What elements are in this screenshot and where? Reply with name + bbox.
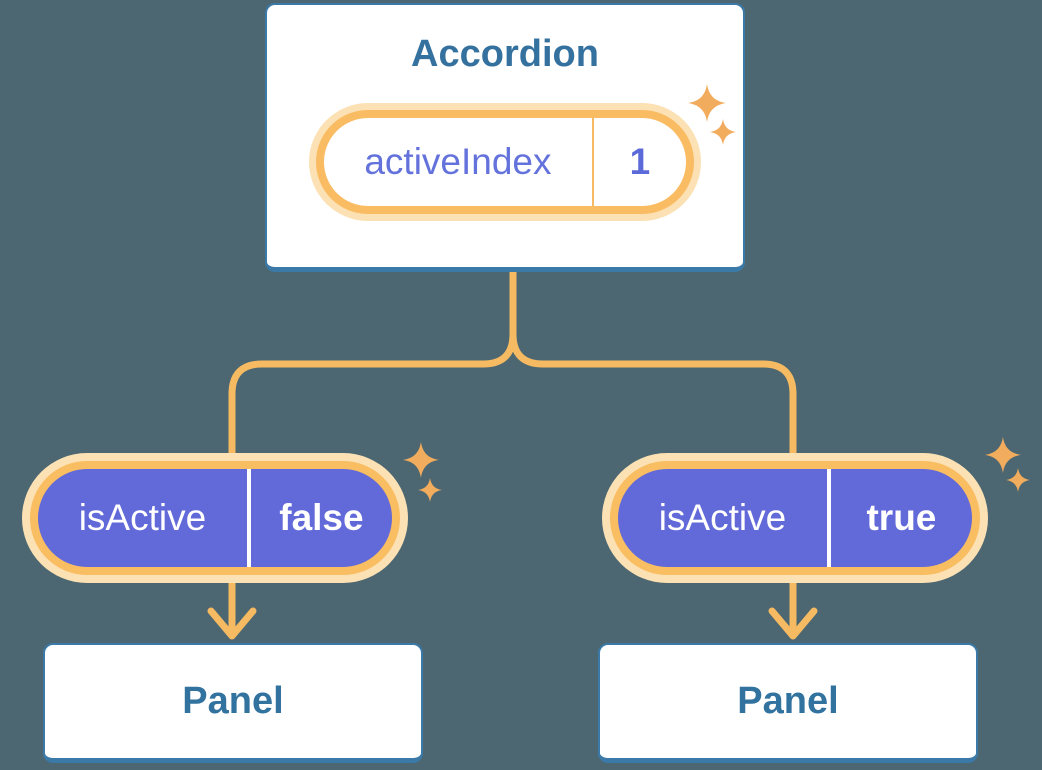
prop-pill-name-section: isActive [618,469,831,567]
state-pill-name-section: activeIndex [324,118,594,206]
state-name-label: activeIndex [364,141,552,182]
panel-title: Panel [182,680,284,722]
prop-value-label: false [279,497,364,538]
connector-right-line [509,272,797,632]
prop-name-label: isActive [658,497,787,538]
connector-left-line [228,272,517,632]
prop-pill-isactive-true: isActive true [610,461,980,575]
prop-name-label: isActive [78,497,207,538]
prop-pill-name-section: isActive [38,469,251,567]
sparkle-large-icon [403,442,439,478]
state-pill-activeindex: activeIndex 1 [316,110,694,214]
prop-pill-value-section: true [831,469,972,567]
sparkle-small-icon [1006,468,1030,492]
sparkle-small-icon [418,478,442,502]
arrowhead-right-icon [768,607,818,640]
arrowhead-left-icon [207,607,257,640]
accordion-title: Accordion [411,33,599,75]
sparkle-large-icon [985,437,1021,473]
state-pill-value-section: 1 [594,118,686,206]
prop-pill-isactive-false: isActive false [30,461,400,575]
prop-value-label: true [866,497,937,538]
state-value-label: 1 [629,141,651,182]
panel-card-right: Panel [598,643,978,763]
panel-card-left: Panel [43,643,423,763]
accordion-card: Accordion activeIndex 1 [265,3,745,272]
prop-pill-value-section: false [251,469,392,567]
panel-title: Panel [737,680,839,722]
